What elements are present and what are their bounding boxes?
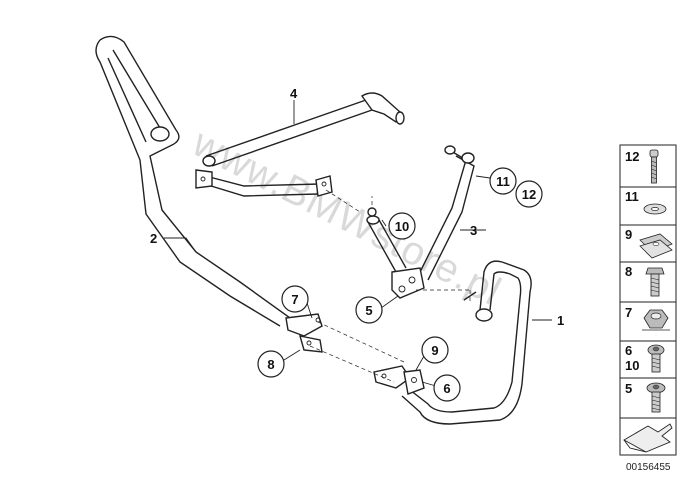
callout-6: 6 bbox=[443, 381, 450, 396]
part-2-left-crash-bar bbox=[95, 35, 323, 353]
legend-label-7: 7 bbox=[625, 305, 632, 320]
legend-label-10: 10 bbox=[625, 358, 639, 373]
callout-1: 1 bbox=[557, 313, 564, 328]
callout-11: 11 bbox=[496, 174, 510, 189]
hex-bolt-icon bbox=[645, 267, 665, 297]
callout-2: 2 bbox=[150, 231, 157, 246]
callout-7-circle: 7 bbox=[281, 285, 309, 313]
callout-12: 12 bbox=[522, 187, 536, 202]
legend-row-8: 8 bbox=[625, 264, 665, 297]
callout-9: 9 bbox=[431, 343, 438, 358]
part-3-strut bbox=[366, 145, 475, 299]
callout-10-circle: 10 bbox=[388, 212, 416, 240]
legend-label-11: 11 bbox=[625, 189, 639, 204]
legend-row-9: 9 bbox=[625, 227, 673, 259]
legend-label-5: 5 bbox=[625, 381, 632, 396]
callout-5: 5 bbox=[365, 303, 372, 318]
assembly-lines bbox=[309, 189, 471, 383]
legend-row-12: 12 bbox=[625, 149, 659, 184]
callout-4: 4 bbox=[290, 86, 298, 101]
diagram-code: 00156455 bbox=[626, 462, 671, 473]
legend-label-8: 8 bbox=[625, 264, 632, 279]
callout-9-circle: 9 bbox=[421, 336, 449, 364]
part-1-right-crash-bar bbox=[373, 260, 532, 425]
callout-8: 8 bbox=[267, 357, 274, 372]
orientation-arrow-icon bbox=[623, 423, 673, 453]
socket-screw-icon bbox=[647, 344, 665, 373]
legend-label-6: 6 bbox=[625, 343, 632, 358]
hex-nut-icon bbox=[642, 309, 670, 331]
callout-3: 3 bbox=[470, 223, 477, 238]
callout-12-circle: 12 bbox=[515, 180, 543, 208]
legend-row-6-10: 6 10 bbox=[625, 343, 665, 373]
legend-row-7: 7 bbox=[625, 305, 670, 331]
callout-7: 7 bbox=[291, 292, 298, 307]
flange-screw-icon bbox=[646, 382, 666, 413]
clip-nut-icon bbox=[639, 233, 673, 259]
legend-row-11: 11 bbox=[625, 189, 667, 215]
screw-icon bbox=[649, 149, 659, 184]
legend-label-12: 12 bbox=[625, 149, 639, 164]
callout-10: 10 bbox=[395, 219, 409, 234]
callout-5-circle: 5 bbox=[355, 296, 383, 324]
callout-11-circle: 11 bbox=[489, 167, 517, 195]
parts-legend: 12 11 9 8 bbox=[619, 144, 677, 456]
washer-icon bbox=[643, 203, 667, 215]
legend-row-5: 5 bbox=[625, 381, 666, 413]
legend-label-9: 9 bbox=[625, 227, 632, 242]
part-4-cross-tube bbox=[195, 92, 405, 197]
callout-8-circle: 8 bbox=[257, 350, 285, 378]
callout-6-circle: 6 bbox=[433, 374, 461, 402]
